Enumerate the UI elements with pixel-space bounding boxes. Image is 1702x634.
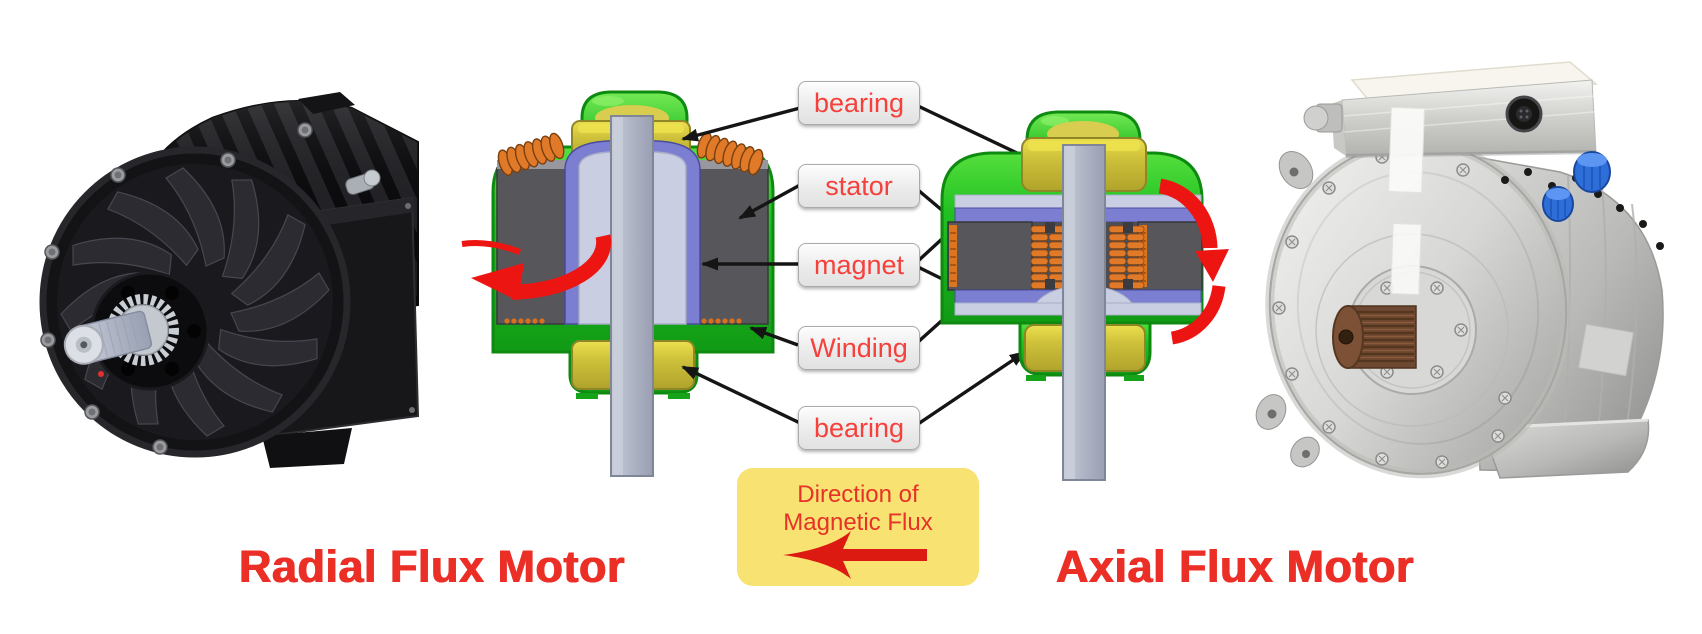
caption-radial-flux-motor: Radial Flux Motor xyxy=(238,541,625,592)
mounting-tabs xyxy=(1255,150,1320,468)
axial-motor-photo xyxy=(1255,61,1664,479)
axial-rotation-arrow-icon xyxy=(1158,178,1229,345)
splined-shaft xyxy=(1332,305,1417,369)
shaft-hub xyxy=(63,271,210,391)
caption-axial-flux-motor: Axial Flux Motor xyxy=(1055,541,1415,592)
axial-flux-cross-section xyxy=(940,110,1229,481)
label-magnet: magnet xyxy=(798,243,920,287)
label-bearing-bottom: bearing xyxy=(798,406,920,450)
junction-block xyxy=(1303,61,1598,158)
cable-gland xyxy=(1303,103,1343,133)
flux-direction-text-line1: Direction of xyxy=(797,481,919,508)
radial-flux-cross-section xyxy=(461,90,775,477)
blue-caps xyxy=(1542,151,1611,222)
side-label-sticker xyxy=(1577,323,1635,377)
stator-right-part xyxy=(699,167,769,325)
radial-motor-photo xyxy=(39,92,420,468)
red-mark-dot xyxy=(98,371,104,377)
connector-port xyxy=(1505,95,1543,133)
flux-direction-box: Direction of Magnetic Flux xyxy=(737,468,979,586)
flux-direction-text-line2: Magnetic Flux xyxy=(783,509,933,536)
winding-bottom-dots xyxy=(504,318,742,324)
label-bearing-top: bearing xyxy=(798,81,920,125)
label-winding: Winding xyxy=(798,326,920,370)
white-tape-strips xyxy=(1388,106,1635,377)
cooling-pipe xyxy=(345,169,381,195)
output-shaft xyxy=(63,310,153,365)
flux-arrow-icon xyxy=(783,531,927,579)
radial-rotation-arrow-icon xyxy=(461,234,612,301)
label-stator: stator xyxy=(798,164,920,208)
